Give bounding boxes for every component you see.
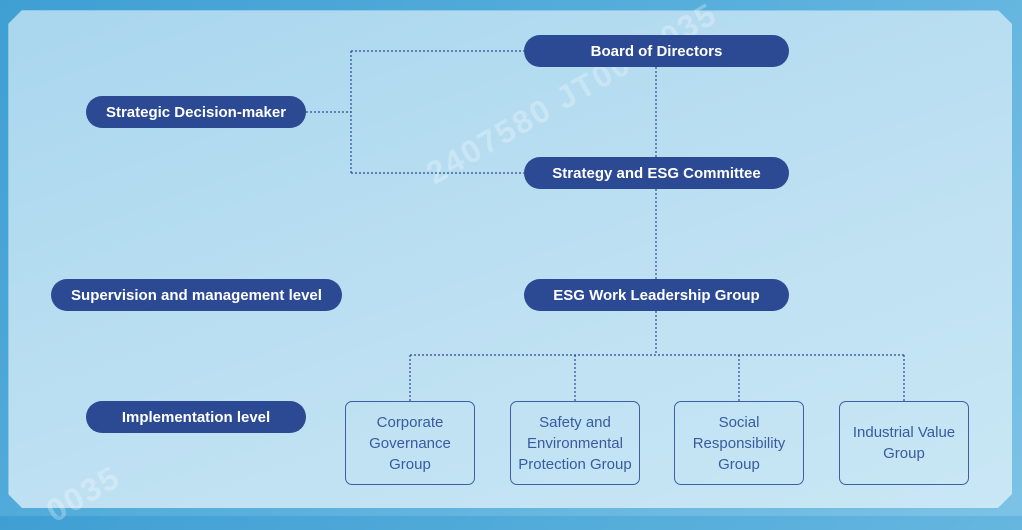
level-label: Supervision and management level bbox=[71, 286, 322, 304]
group-label: Industrial Value Group bbox=[852, 424, 956, 462]
level-label: Strategic Decision-maker bbox=[105, 103, 287, 121]
group-safety-environmental-protection: Safety and Environmental Protection Grou… bbox=[510, 401, 640, 485]
node-board-of-directors: Board of Directors bbox=[524, 35, 789, 67]
node-label: Strategy and ESG Committee bbox=[552, 164, 761, 182]
node-label: Board of Directors bbox=[590, 42, 723, 60]
group-label: Safety and Environmental Protection Grou… bbox=[518, 413, 632, 473]
level-label: Implementation level bbox=[121, 408, 271, 426]
group-label: Corporate Governance Group bbox=[369, 413, 451, 473]
node-strategy-esg-committee: Strategy and ESG Committee bbox=[524, 157, 789, 189]
node-label: ESG Work Leadership Group bbox=[553, 286, 760, 304]
group-corporate-governance: Corporate Governance Group bbox=[345, 401, 475, 485]
group-social-responsibility: Social Responsibility Group bbox=[674, 401, 804, 485]
level-strategic-decision-maker: Strategic Decision-maker bbox=[86, 96, 306, 128]
level-supervision-management: Supervision and management level bbox=[51, 279, 342, 311]
level-implementation: Implementation level bbox=[86, 401, 306, 433]
group-label: Social Responsibility Group bbox=[692, 413, 786, 473]
group-industrial-value: Industrial Value Group bbox=[839, 401, 969, 485]
node-esg-work-leadership-group: ESG Work Leadership Group bbox=[524, 279, 789, 311]
connector-lines bbox=[306, 50, 905, 401]
